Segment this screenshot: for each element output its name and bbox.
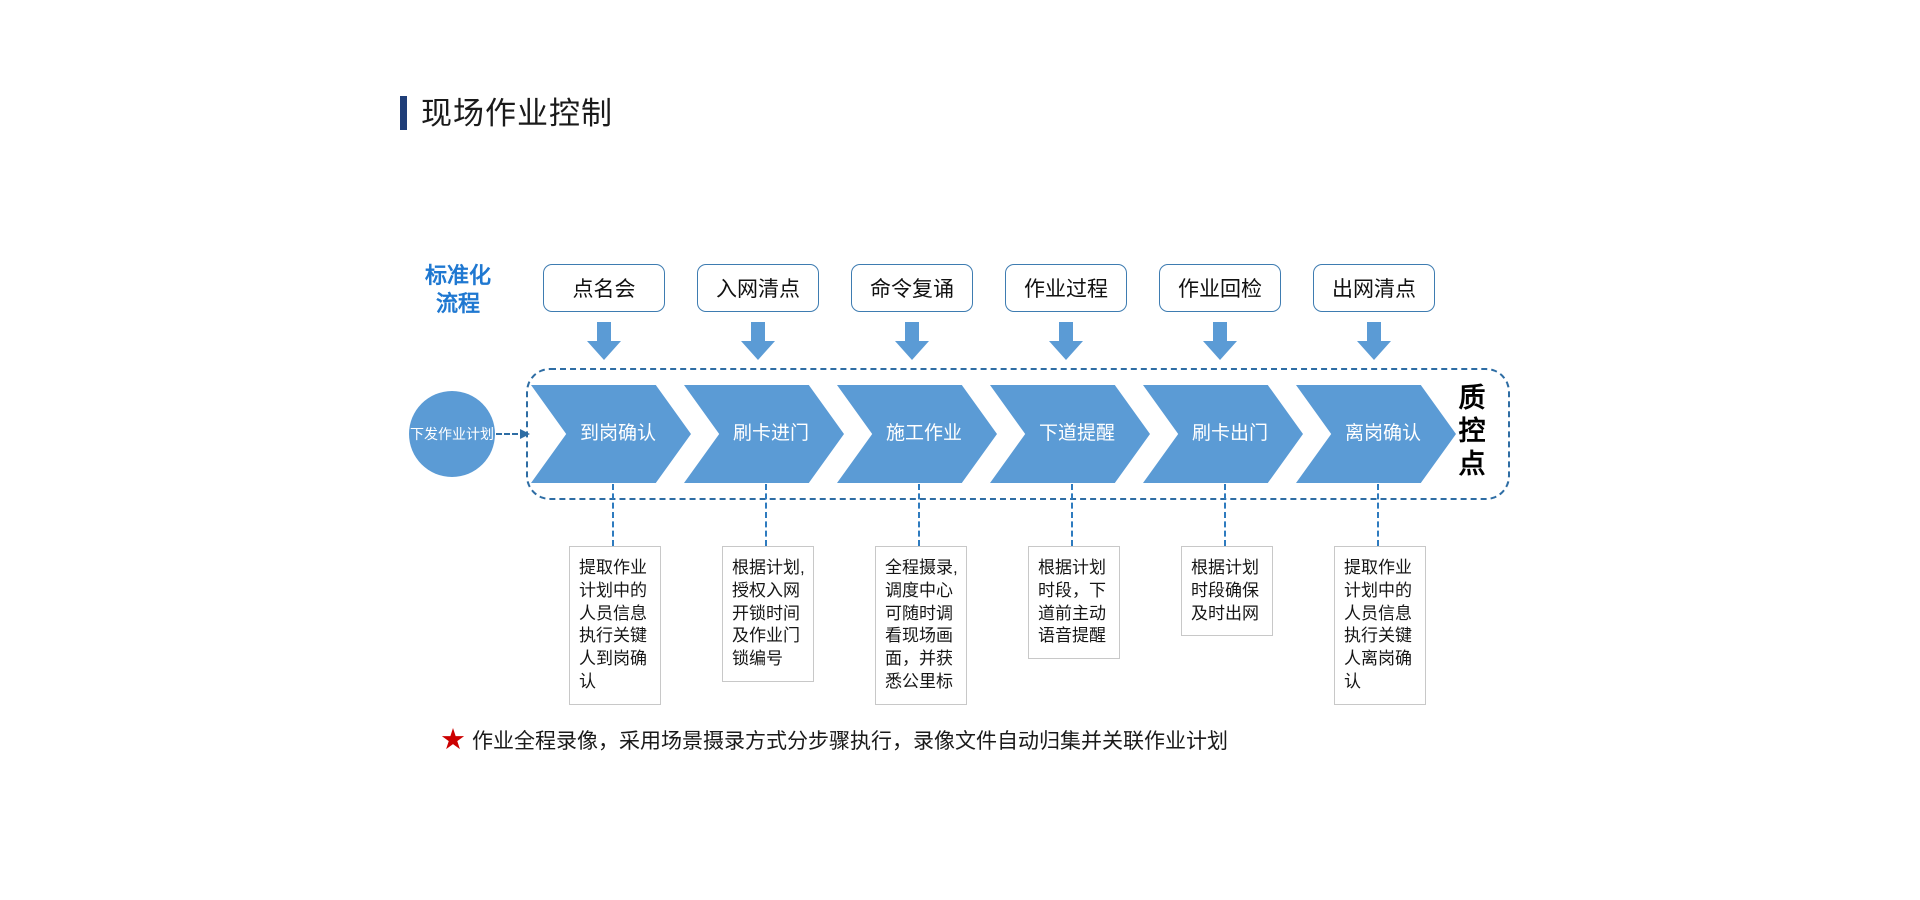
down-arrow-icon-3 xyxy=(895,322,929,360)
top-step-box-1[interactable]: 点名会 xyxy=(543,264,665,312)
quality-control-label: 质控点 xyxy=(1458,383,1486,479)
top-step-box-4[interactable]: 作业过程 xyxy=(1005,264,1127,312)
description-box-3: 全程摄录,调度中心可随时调看现场画面，并获悉公里标 xyxy=(875,546,967,705)
connector-line-3 xyxy=(918,484,920,546)
description-box-4: 根据计划时段，下道前主动语音提醒 xyxy=(1028,546,1120,660)
start-node-label: 下发作业计划 xyxy=(410,425,494,442)
down-arrow-icon-4 xyxy=(1049,322,1083,360)
down-arrow-icon-6 xyxy=(1357,322,1391,360)
connector-line-5 xyxy=(1224,484,1226,546)
standard-flow-label: 标准化 流程 xyxy=(398,262,518,318)
dashed-arrow-right-icon xyxy=(496,429,534,439)
connector-line-4 xyxy=(1071,484,1073,546)
footer-note: ★ 作业全程录像，采用场景摄录方式分步骤执行，录像文件自动归集并关联作业计划 xyxy=(440,725,1228,755)
page-title-block: 现场作业控制 xyxy=(400,96,613,130)
standard-flow-label-line1: 标准化 xyxy=(424,263,491,288)
down-arrow-icon-2 xyxy=(741,322,775,360)
top-step-box-2[interactable]: 入网清点 xyxy=(697,264,819,312)
top-step-box-6[interactable]: 出网清点 xyxy=(1313,264,1435,312)
down-arrow-icon-1 xyxy=(587,322,621,360)
connector-line-6 xyxy=(1377,484,1379,546)
top-step-box-5[interactable]: 作业回检 xyxy=(1159,264,1281,312)
description-box-6: 提取作业计划中的人员信息执行关键人离岗确认 xyxy=(1334,546,1426,705)
star-icon: ★ xyxy=(440,723,466,756)
description-box-1: 提取作业计划中的人员信息执行关键人到岗确认 xyxy=(569,546,661,705)
title-accent-bar xyxy=(400,96,407,130)
page-title: 现场作业控制 xyxy=(421,95,613,131)
description-box-2: 根据计划,授权入网开锁时间及作业门锁编号 xyxy=(722,546,814,682)
footer-note-text: 作业全程录像，采用场景摄录方式分步骤执行，录像文件自动归集并关联作业计划 xyxy=(472,730,1228,753)
down-arrow-icon-5 xyxy=(1203,322,1237,360)
connector-line-1 xyxy=(612,484,614,546)
standard-flow-label-line2: 流程 xyxy=(435,291,480,317)
top-step-box-3[interactable]: 命令复诵 xyxy=(851,264,973,312)
description-box-5: 根据计划时段确保及时出网 xyxy=(1181,546,1273,637)
start-node-circle[interactable]: 下发作业计划 xyxy=(409,391,495,477)
connector-line-2 xyxy=(765,484,767,546)
